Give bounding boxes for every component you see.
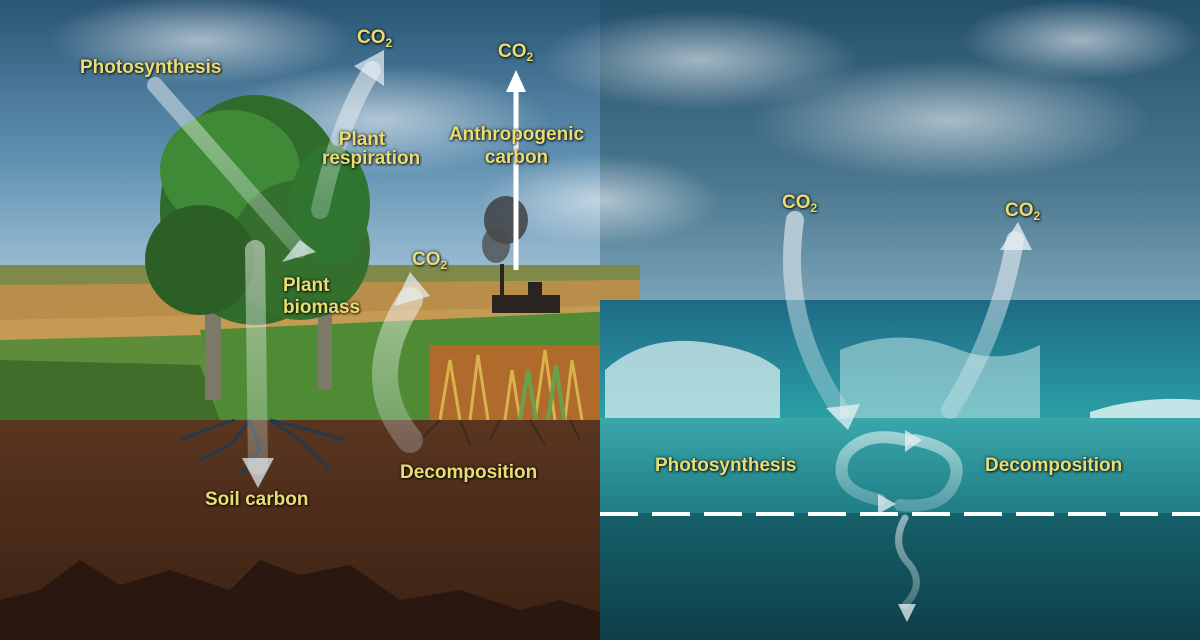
co2-subscript: 2 — [810, 201, 818, 215]
ocean-co2-in-label: CO2 — [782, 193, 817, 214]
co2-text: CO — [357, 27, 386, 48]
co2-subscript: 2 — [385, 36, 393, 50]
co2-subscript: 2 — [526, 50, 534, 64]
plant-biomass-line-2: biomass — [283, 297, 361, 318]
plant-respiration-line-1: Plant — [338, 129, 386, 150]
co2-text: CO — [498, 41, 527, 62]
anthropogenic-carbon-line-2: carbon — [484, 147, 549, 168]
plant-biomass-line-1: Plant — [283, 275, 330, 296]
ocean-co2-out-label: CO2 — [1005, 201, 1040, 222]
co2-subscript: 2 — [1033, 209, 1041, 223]
co2-decomposition-label: CO2 — [412, 250, 447, 271]
plant-respiration-label: Plant respiration — [322, 129, 421, 169]
co2-anthropogenic-label: CO2 — [498, 42, 533, 63]
land-photosynthesis-label: Photosynthesis — [80, 57, 222, 78]
co2-text: CO — [412, 249, 441, 270]
co2-respiration-label: CO2 — [357, 28, 392, 49]
plant-respiration-line-2: respiration — [322, 148, 421, 169]
ocean-photosynthesis-label: Photosynthesis — [655, 455, 797, 476]
land-decomposition-label: Decomposition — [400, 462, 538, 483]
co2-subscript: 2 — [440, 258, 448, 272]
ocean-decomposition-label: Decomposition — [985, 455, 1123, 476]
co2-text: CO — [782, 192, 811, 213]
co2-text: CO — [1005, 200, 1034, 221]
plant-biomass-label: Plant biomass — [283, 276, 360, 317]
anthropogenic-carbon-line-1: Anthropogenic — [448, 124, 585, 145]
soil-carbon-label: Soil carbon — [205, 489, 309, 510]
anthropogenic-carbon-label: Anthropogenic carbon — [434, 125, 599, 167]
